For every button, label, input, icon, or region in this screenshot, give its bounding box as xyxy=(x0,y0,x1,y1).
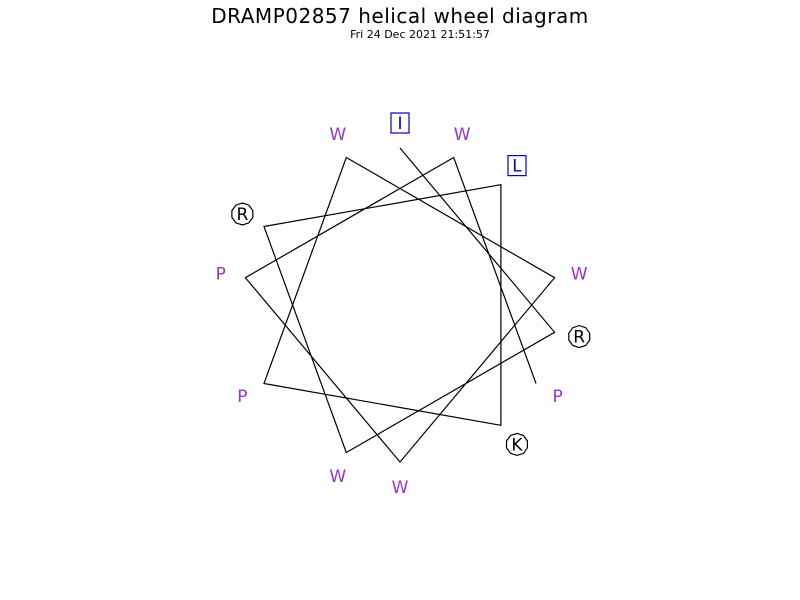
residue-4: R xyxy=(231,202,254,226)
wheel-connection-path xyxy=(244,147,556,463)
diagram-timestamp: Fri 24 Dec 2021 21:51:57 xyxy=(350,28,490,41)
residue-box-marker xyxy=(507,155,527,177)
residue-letter: W xyxy=(329,467,346,487)
residue-11: P xyxy=(216,264,226,284)
residue-3: W xyxy=(329,467,346,487)
diagram-title: DRAMP02857 helical wheel diagram xyxy=(211,4,589,28)
residue-9: W xyxy=(571,264,588,284)
residue-circle-marker xyxy=(505,432,529,457)
residue-1: I xyxy=(390,112,410,134)
residue-circle-marker xyxy=(568,324,591,349)
residue-letter: W xyxy=(454,125,471,145)
residue-10: W xyxy=(392,478,409,498)
residue-13: P xyxy=(552,387,562,407)
residue-letter: W xyxy=(571,264,588,284)
residue-letter: K xyxy=(511,435,523,455)
residue-letter: W xyxy=(329,125,346,145)
residue-letter: I xyxy=(397,114,402,134)
residue-8: W xyxy=(329,125,346,145)
residue-letter: R xyxy=(236,205,248,225)
residue-7: P xyxy=(237,387,247,407)
residue-letter: L xyxy=(512,157,522,177)
residue-letter: P xyxy=(237,387,247,407)
residue-box-marker xyxy=(390,112,410,134)
residue-6: K xyxy=(505,432,529,457)
residue-letter: W xyxy=(392,478,409,498)
residue-circle-marker xyxy=(231,202,254,226)
residue-letter: P xyxy=(216,264,226,284)
residue-letter: R xyxy=(573,328,585,348)
residue-2: R xyxy=(568,324,591,349)
residue-5: L xyxy=(507,155,527,177)
residue-letter: P xyxy=(552,387,562,407)
residue-12: W xyxy=(454,125,471,145)
residue-labels: I R W R L K P W W W P W P xyxy=(216,112,591,498)
